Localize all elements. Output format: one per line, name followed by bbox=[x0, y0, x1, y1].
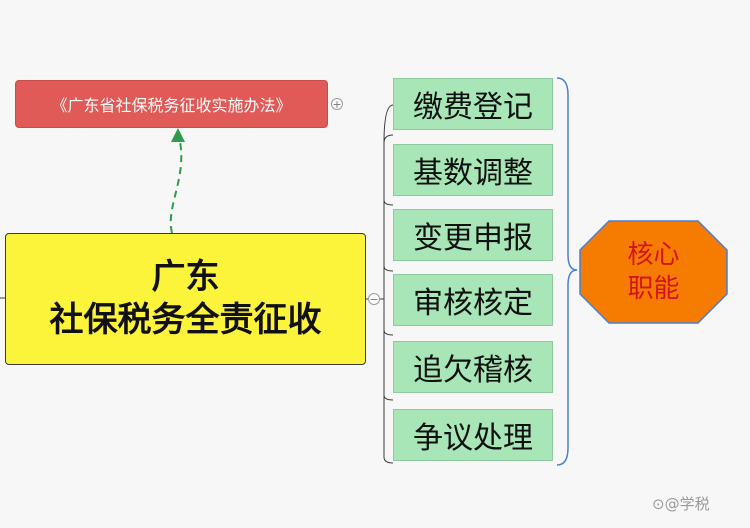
reference-node-label: 《广东省社保税务征收实施办法》 bbox=[51, 96, 292, 115]
summary-bracket bbox=[556, 77, 578, 466]
relation-arrow bbox=[169, 132, 183, 234]
topic-item-label: 缴费登记 bbox=[413, 90, 533, 125]
summary-badge-line1: 核心 bbox=[627, 240, 680, 270]
central-topic[interactable]: 广东 社保税务全责征收 bbox=[5, 233, 366, 365]
reference-node[interactable]: 《广东省社保税务征收实施办法》 bbox=[15, 80, 328, 128]
summary-badge-shape bbox=[579, 220, 728, 324]
topic-item-label: 追欠稽核 bbox=[413, 353, 533, 388]
branch-tree bbox=[380, 104, 394, 464]
topic-item-label: 审核核定 bbox=[413, 286, 533, 321]
topic-item-label: 基数调整 bbox=[413, 156, 533, 191]
topic-item[interactable]: 缴费登记 bbox=[393, 78, 553, 130]
summary-badge[interactable]: 核心 职能 bbox=[579, 220, 728, 324]
expand-toggle-icon[interactable]: + bbox=[331, 98, 343, 111]
collapse-toggle-icon[interactable]: − bbox=[368, 293, 380, 306]
topic-item[interactable]: 争议处理 bbox=[393, 409, 553, 461]
topic-item[interactable]: 审核核定 bbox=[393, 274, 553, 326]
central-topic-line1: 广东 bbox=[151, 257, 220, 297]
topic-item[interactable]: 变更申报 bbox=[393, 209, 553, 261]
summary-badge-line2: 职能 bbox=[627, 274, 680, 304]
topic-item-label: 争议处理 bbox=[413, 421, 533, 456]
topic-item-label: 变更申报 bbox=[413, 221, 533, 256]
watermark: ⊙@学税 bbox=[652, 495, 710, 513]
topic-item[interactable]: 基数调整 bbox=[393, 144, 553, 196]
central-topic-line2: 社保税务全责征收 bbox=[49, 300, 322, 340]
relation-arrowhead bbox=[171, 128, 185, 142]
topic-item[interactable]: 追欠稽核 bbox=[393, 341, 553, 393]
